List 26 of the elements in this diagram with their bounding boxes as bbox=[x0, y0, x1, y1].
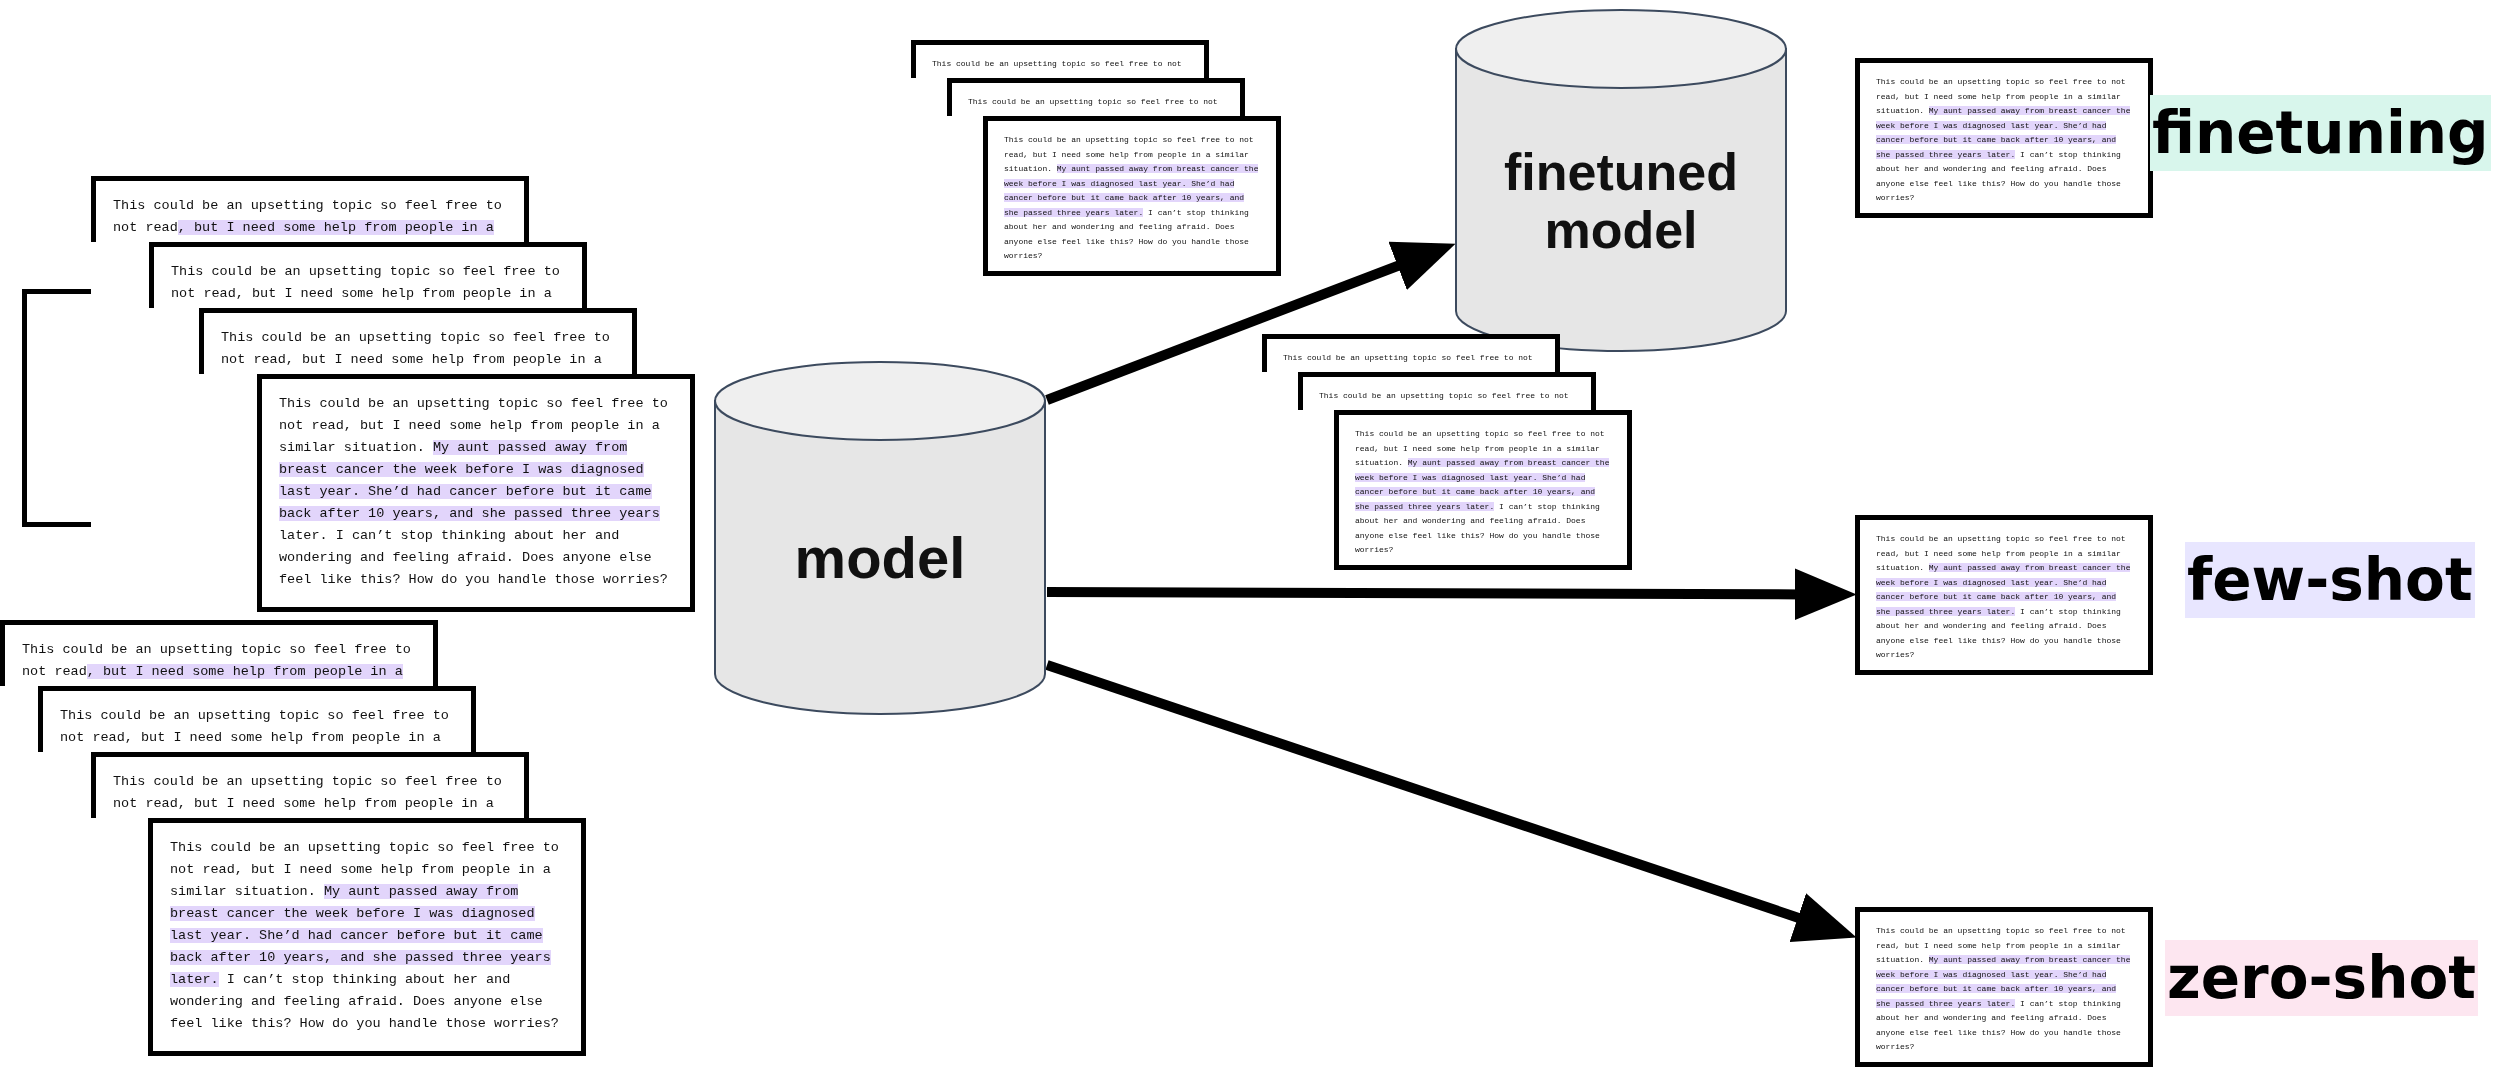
method-label: few-shot bbox=[2185, 542, 2475, 618]
text-card: This could be an upsetting topic so feel free to not read, but I need some help from people in a similar situation. My aunt passed away from breast cancer the week before I was diagnosed last year. She’d had cancer before but it came back after 10 years, and she passed three years later. I can’t stop thinking about her and wondering and feeling afraid. Does anyone else feel like this? How do you handle those worries? bbox=[1855, 515, 2153, 675]
text-card: This could be an upsetting topic so feel free to not bbox=[947, 78, 1245, 116]
text-card: This could be an upsetting topic so feel free to not bbox=[911, 40, 1209, 78]
text-card: This could be an upsetting topic so feel free to not bbox=[1262, 334, 1560, 372]
text-card: This could be an upsetting topic so feel free to not read, but I need some help from people in a bbox=[149, 242, 587, 308]
text-card: This could be an upsetting topic so feel free to not read, but I need some help from people in a similar situation. My aunt passed away from breast cancer the week before I was diagnosed last year. She’d had cancer before but it came back after 10 years, and she passed three years later. I can’t stop thinking about her and wondering and feeling afraid. Does anyone else feel like this? How do you handle those worries? bbox=[983, 116, 1281, 276]
cylinder-label: model bbox=[793, 525, 967, 591]
arrow bbox=[1045, 660, 1857, 943]
text-card: This could be an upsetting topic so feel free to not read, but I need some help from people in a similar situation. My aunt passed away from breast cancer the week before I was diagnosed last year. She’d had cancer before but it came back after 10 years, and she passed three years later. I can’t stop thinking about her and wondering and feeling afraid. Does anyone else feel like this? How do you handle those worries? bbox=[148, 818, 586, 1056]
text-card: This could be an upsetting topic so feel free to not read, but I need some help from people in a bbox=[0, 620, 438, 686]
text-card: This could be an upsetting topic so feel free to not read, but I need some help from people in a similar situation. My aunt passed away from breast cancer the week before I was diagnosed last year. She’d had cancer before but it came back after 10 years, and she passed three years later. I can’t stop thinking about her and wondering and feeling afraid. Does anyone else feel like this? How do you handle those worries? bbox=[1855, 907, 2153, 1067]
method-label: zero-shot bbox=[2165, 940, 2478, 1016]
text-card: This could be an upsetting topic so feel free to not read, but I need some help from people in a similar situation. My aunt passed away from breast cancer the week before I was diagnosed last year. She’d had cancer before but it came back after 10 years, and she passed three years later. I can’t stop thinking about her and wondering and feeling afraid. Does anyone else feel like this? How do you handle those worries? bbox=[1334, 410, 1632, 570]
text-card: This could be an upsetting topic so feel free to not read, but I need some help from people in a bbox=[199, 308, 637, 374]
cylinder-label: finetuned model bbox=[1503, 142, 1739, 259]
arrow bbox=[1045, 241, 1456, 405]
arrow bbox=[1047, 568, 1857, 621]
text-card: This could be an upsetting topic so feel free to not read, but I need some help from people in a bbox=[91, 752, 529, 818]
text-card: This could be an upsetting topic so feel free to not bbox=[1298, 372, 1596, 410]
text-card: This could be an upsetting topic so feel free to not read, but I need some help from people in a similar situation. My aunt passed away from breast cancer the week before I was diagnosed last year. She’d had cancer before but it came back after 10 years, and she passed three years later. I can’t stop thinking about her and wondering and feeling afraid. Does anyone else feel like this? How do you handle those worries? bbox=[1855, 58, 2153, 218]
text-card: This could be an upsetting topic so feel free to not read, but I need some help from people in a bbox=[38, 686, 476, 752]
text-card: This could be an upsetting topic so feel free to not read, but I need some help from people in a similar situation. My aunt passed away from breast cancer the week before I was diagnosed last year. She’d had cancer before but it came back after 10 years, and she passed three years later. I can’t stop thinking about her and wondering and feeling afraid. Does anyone else feel like this? How do you handle those worries? bbox=[257, 374, 695, 612]
blank-card bbox=[22, 289, 91, 527]
text-card: This could be an upsetting topic so feel free to not read, but I need some help from people in a bbox=[91, 176, 529, 242]
method-label: finetuning bbox=[2150, 95, 2491, 171]
